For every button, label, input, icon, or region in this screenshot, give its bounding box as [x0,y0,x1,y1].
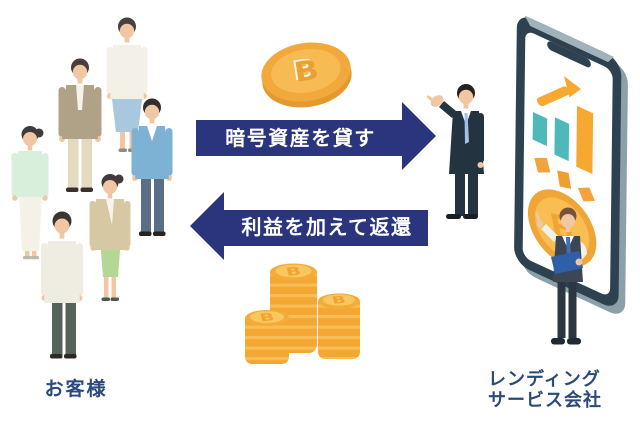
coin-symbol: B [284,265,302,279]
coin-stack-left: B [245,310,289,364]
person-woman-mint-top [11,126,49,260]
lend-arrow [196,102,436,170]
customers-label: お客様 [44,379,108,400]
screen-growth-chart-icon [532,76,594,175]
coin-symbol: B [258,311,275,324]
company-label-line1: レンディング [488,369,601,389]
company-label: レンディング サービス会社 [488,369,618,411]
person-woman-beige-cardigan [89,174,131,301]
lend-arrow-label: 暗号資産を貸す [225,128,376,150]
person-advisor [535,207,587,345]
person-man-white-shirt [41,211,83,359]
coin-symbol: B [292,54,321,89]
person-man-tan-jacket [58,58,102,192]
falling-coins-icon [534,157,595,202]
person-woman-white-top [106,17,148,152]
clipboard [551,251,583,274]
phone-notch [547,41,591,68]
coin-symbol: B [290,52,319,87]
bitcoin-coin-icon: B B [261,42,352,108]
company-label-line2: サービス会社 [488,390,602,410]
coin-stacks: B B B [245,263,360,364]
phone-top-bevel [524,15,614,63]
coin-symbol: B [331,295,347,307]
coin-stack-right: B [318,293,360,359]
return-arrow-label: 利益を加えて返還 [241,217,413,239]
person-businessman [426,84,484,219]
person-man-blue-cardigan [131,98,173,236]
return-arrow [190,192,428,260]
customer-group [11,17,173,359]
